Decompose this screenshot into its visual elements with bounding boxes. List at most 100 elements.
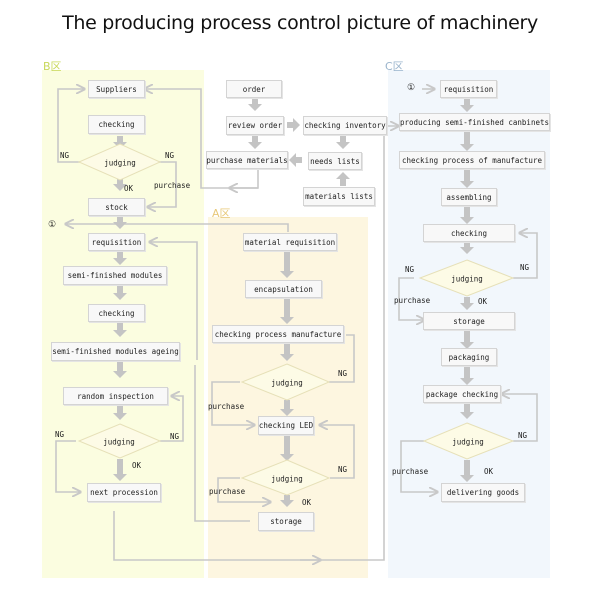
flow-arrows <box>113 98 474 507</box>
c-ng-loop-2 <box>502 394 538 442</box>
semi-finished-modules-box: semi-finished modules <box>63 266 167 285</box>
flow-arrow <box>248 135 262 149</box>
decision-diamond-b1 <box>77 143 162 181</box>
circle-one-marker-b: ① <box>48 220 57 230</box>
flow-arrow <box>113 362 127 378</box>
checking-inventory-box: checking inventory <box>303 116 387 135</box>
flow-arrow <box>460 460 474 482</box>
purchase-materials-to-suppliers <box>145 89 259 189</box>
c-ng-left-1-label: NG <box>405 265 415 274</box>
flow-arrow <box>113 214 127 229</box>
b-ng-left-to-next <box>55 440 80 492</box>
material-requisition-box: material requisition <box>243 233 337 251</box>
b-ok-2-label: OK <box>132 461 142 470</box>
a-ng-loop-2 <box>320 425 355 479</box>
flow-arrow <box>113 286 127 300</box>
line-to-circle-one <box>66 224 289 232</box>
c-ng-2-label: NG <box>518 431 528 440</box>
flow-arrow <box>336 135 350 149</box>
flow-arrow <box>460 403 474 419</box>
flow-arrow <box>460 297 474 310</box>
zone-c-label: C区 <box>385 60 404 73</box>
return-to-requisition <box>150 242 198 360</box>
c-checking-box: checking <box>423 224 515 242</box>
a-judging-1-label: judging <box>271 378 303 388</box>
c-purchase-1 <box>398 277 424 320</box>
flow-arrow <box>280 298 294 324</box>
order-box: order <box>226 80 282 98</box>
a-judging-2-label: judging <box>271 474 303 484</box>
flow-arrow <box>280 343 294 361</box>
b-ng-loop-random <box>160 396 184 442</box>
random-inspection-box: random inspection <box>63 387 168 405</box>
flow-arrow <box>460 330 474 349</box>
producing-semi-finished-cabinets-box: producing semi-finished canbinets <box>399 113 550 131</box>
zone-b-label: B区 <box>43 60 62 73</box>
b-judging-2-label: judging <box>103 437 135 447</box>
flow-arrow <box>113 323 127 337</box>
flow-arrow <box>287 118 300 132</box>
b-purchase-to-stock <box>148 161 177 207</box>
decision-diamond-a2 <box>240 459 331 496</box>
decision-diamond-a1 <box>240 363 331 401</box>
a-purchase-1-label: purchase <box>208 402 245 411</box>
b-requisition-box: requisition <box>88 233 145 251</box>
c-purchase-1-label: purchase <box>394 296 431 305</box>
next-procession-to-c <box>113 126 398 561</box>
a-purchase-2-label: purchase <box>209 487 246 496</box>
b-ng-right-2-label: NG <box>170 432 180 441</box>
review-order-box: review order <box>226 116 284 135</box>
semi-finished-modules-ageing-box: semi-finished modules ageing <box>51 342 180 361</box>
b-ok-1-label: OK <box>124 184 134 193</box>
b-ng-left-2-label: NG <box>55 430 65 439</box>
circle-one-marker-c: ① <box>407 83 416 93</box>
flow-arrow <box>280 251 294 278</box>
flow-arrow <box>113 251 127 265</box>
a-storage-to-left <box>194 365 250 522</box>
decision-diamond-c2 <box>422 422 515 460</box>
flow-arrow <box>289 153 302 167</box>
c-ng-right-1-label: NG <box>520 263 530 272</box>
b-ng-right-1-label: NG <box>165 151 175 160</box>
next-procession-box: next procession <box>87 483 161 502</box>
c-ok-2-label: OK <box>484 467 494 476</box>
zone-a-label: A区 <box>212 207 231 220</box>
flow-arrow <box>280 495 294 507</box>
a-ng-2-label: NG <box>338 465 348 474</box>
b-checking-box: checking <box>88 115 145 134</box>
b-checking-2-box: checking <box>88 304 145 322</box>
flow-arrow <box>460 98 474 112</box>
flow-arrow <box>113 178 127 191</box>
flow-arrow <box>113 136 127 149</box>
flow-arrow <box>460 242 474 254</box>
flow-arrow <box>460 206 474 224</box>
a-purchase-1 <box>211 381 254 425</box>
a-purchase-2 <box>217 477 270 502</box>
needs-lists-box: needs lists <box>308 152 362 170</box>
flow-arrow <box>280 435 294 461</box>
checking-process-manufacture-box: checking process manufacture <box>212 325 344 343</box>
c-storage-box: storage <box>423 312 515 330</box>
decision-diamond-c1 <box>418 259 515 297</box>
flow-arrow <box>248 98 262 111</box>
b-ng-left-1-label: NG <box>60 151 70 160</box>
a-storage-box: storage <box>258 512 314 531</box>
checking-process-of-manufacture-box: checking process of manufacture <box>399 151 545 169</box>
c-purchase-2-label: purchase <box>392 467 429 476</box>
checking-led-box: checking LED <box>258 416 314 435</box>
a-ng-1-label: NG <box>338 369 348 378</box>
b-judging-1-label: judging <box>104 158 136 168</box>
c-judging-1-label: judging <box>451 274 483 284</box>
c-ng-loop-1 <box>513 233 538 279</box>
stock-box: stock <box>88 198 145 216</box>
purchase-materials-box: purchase materials <box>206 151 288 169</box>
b-purchase-1-label: purchase <box>154 181 191 190</box>
c-purchase-2 <box>400 440 437 492</box>
suppliers-box: Suppliers <box>88 80 145 98</box>
a-ng-loop-1 <box>329 334 355 383</box>
package-checking-box: package checking <box>423 385 501 403</box>
flow-arrow <box>460 366 474 385</box>
decision-diamond-b2 <box>77 423 162 459</box>
encapsulation-box: encapsulation <box>245 280 322 298</box>
packaging-box: packaging <box>441 348 497 366</box>
